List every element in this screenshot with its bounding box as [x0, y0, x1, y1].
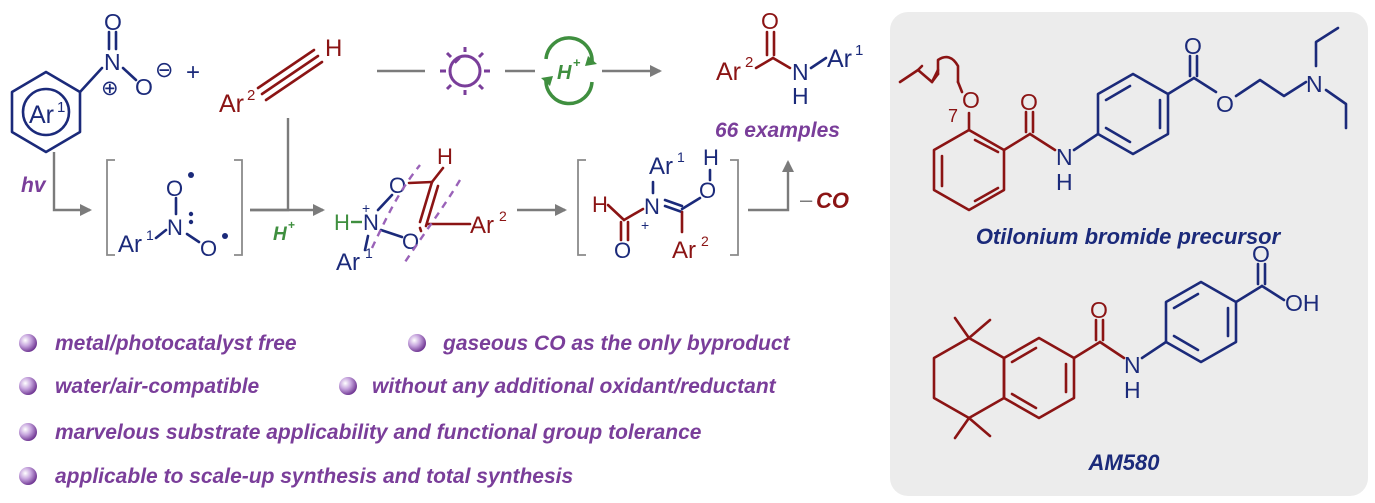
int2-ar2: Ar	[470, 212, 494, 239]
otilonium-name: Otilonium bromide precursor	[976, 224, 1282, 249]
int3-ar2: Ar	[672, 237, 696, 264]
otilonium-precursor-structure: 7 O O N H O O N	[898, 26, 1348, 212]
int1-o2: O	[200, 236, 217, 261]
intermediate-3-formyl: H O N + Ar 1 O H Ar 2	[577, 145, 739, 264]
int2-plus: +	[362, 200, 370, 216]
bullet-icon	[19, 467, 37, 485]
product-n: N	[792, 59, 809, 85]
am580-n: N	[1124, 352, 1141, 378]
int2-h: H	[334, 210, 350, 235]
int1-sup: 1	[146, 227, 154, 243]
int3-oh-o: O	[699, 178, 716, 203]
am580-acid-o: O	[1252, 241, 1270, 267]
feature-item: applicable to scale-up synthesis and tot…	[55, 465, 573, 488]
hv-arrow	[52, 152, 92, 216]
int2-o2: O	[402, 229, 419, 254]
am580-name: AM580	[1088, 450, 1161, 475]
otilonium-n: N	[1056, 144, 1073, 170]
feature-item: without any additional oxidant/reductant	[372, 375, 777, 398]
int3-ar1: Ar	[649, 153, 673, 180]
product-ar1-sup: 1	[855, 42, 863, 59]
product-h: H	[792, 83, 809, 109]
otilonium-ester-o2: O	[1216, 91, 1234, 117]
otilonium-o-carbonyl: O	[1020, 89, 1038, 115]
int3-o: O	[614, 238, 631, 263]
feature-item: marvelous substrate applicability and fu…	[55, 421, 702, 444]
product-o: O	[761, 8, 779, 34]
intermediate-1-biradical: Ar 1 N O O	[106, 159, 243, 261]
product-ar2-sup: 2	[745, 54, 753, 71]
am580-o-carbonyl: O	[1090, 297, 1108, 323]
bullet-icon	[339, 377, 357, 395]
nitro-plus-charge: ⊕	[101, 77, 119, 100]
nitro-o-top: O	[104, 9, 122, 35]
int2-ar2-sup: 2	[499, 208, 507, 224]
otilonium-o-ether: O	[962, 87, 980, 113]
nitroarene-structure: Ar 1 N O O ⊕ ⊖	[10, 9, 173, 154]
examples-count: 66 examples	[715, 119, 840, 142]
int3-plus: +	[641, 217, 649, 233]
acid2-label: H	[273, 224, 288, 245]
int3-h: H	[592, 192, 608, 217]
otilonium-amine-n: N	[1306, 71, 1323, 97]
acid-sup: +	[573, 55, 581, 70]
nitro-minus-charge: ⊖	[155, 57, 173, 82]
otilonium-h: H	[1056, 169, 1073, 195]
plus-sign: +	[186, 59, 200, 86]
am580-structure: O N H O OH	[932, 241, 1320, 440]
bullet-icon	[19, 334, 37, 352]
product-ar2: Ar	[716, 58, 741, 86]
int3-ar1-sup: 1	[677, 149, 685, 165]
alkyne-ar: Ar	[219, 90, 244, 118]
minus-co-dash: –	[800, 187, 813, 212]
int1-n: N	[167, 215, 183, 240]
alkyne-structure: Ar 2 H	[219, 35, 342, 118]
int2-o1: O	[389, 173, 406, 198]
acid-cycle-icon: H +	[541, 36, 597, 106]
feature-item: metal/photocatalyst free	[55, 332, 297, 355]
alkyne-merge-line	[250, 118, 290, 212]
otilonium-ester-o1: O	[1184, 33, 1202, 59]
bullet-icon	[19, 377, 37, 395]
int3-oh-h: H	[703, 145, 719, 170]
int3-n: N	[644, 194, 660, 219]
minus-co-label: CO	[816, 188, 849, 213]
feature-item: water/air-compatible	[55, 375, 260, 398]
nitro-o-right: O	[135, 74, 153, 100]
light-bulb-icon	[440, 47, 490, 95]
int1-ar: Ar	[118, 231, 142, 258]
am580-acid-oh: OH	[1285, 290, 1320, 316]
alkyne-h: H	[325, 35, 342, 62]
int2-ar1: Ar	[336, 249, 360, 276]
am580-h: H	[1124, 377, 1141, 403]
nitro-ring-label: Ar	[29, 101, 54, 129]
otilonium-subscript: 7	[948, 106, 958, 126]
intermediate-2-cycloadduct: H N + Ar 1 O O H Ar 2	[334, 144, 507, 276]
int2-ar1-sup: 1	[365, 245, 373, 261]
int2-n: N	[363, 210, 379, 235]
decarbonylation-arrow	[748, 160, 794, 212]
int1-o1: O	[166, 176, 183, 201]
acid-label: H	[557, 62, 572, 84]
nitro-n: N	[104, 49, 121, 75]
bullet-icon	[408, 334, 426, 352]
alkyne-sup: 2	[247, 87, 255, 104]
feature-item: gaseous CO as the only byproduct	[442, 332, 791, 355]
applications-panel	[890, 12, 1368, 496]
product-ar1: Ar	[827, 45, 852, 73]
nitro-ring-sup: 1	[57, 99, 65, 116]
int3-ar2-sup: 2	[701, 233, 709, 249]
hv-label: hv	[21, 174, 47, 197]
bullet-icon	[19, 423, 37, 441]
feature-list: metal/photocatalyst free gaseous CO as t…	[19, 332, 791, 488]
acid2-sup: +	[288, 218, 295, 232]
amide-product-structure: Ar 2 O N H Ar 1	[716, 8, 863, 109]
int2-ch: H	[437, 144, 453, 169]
